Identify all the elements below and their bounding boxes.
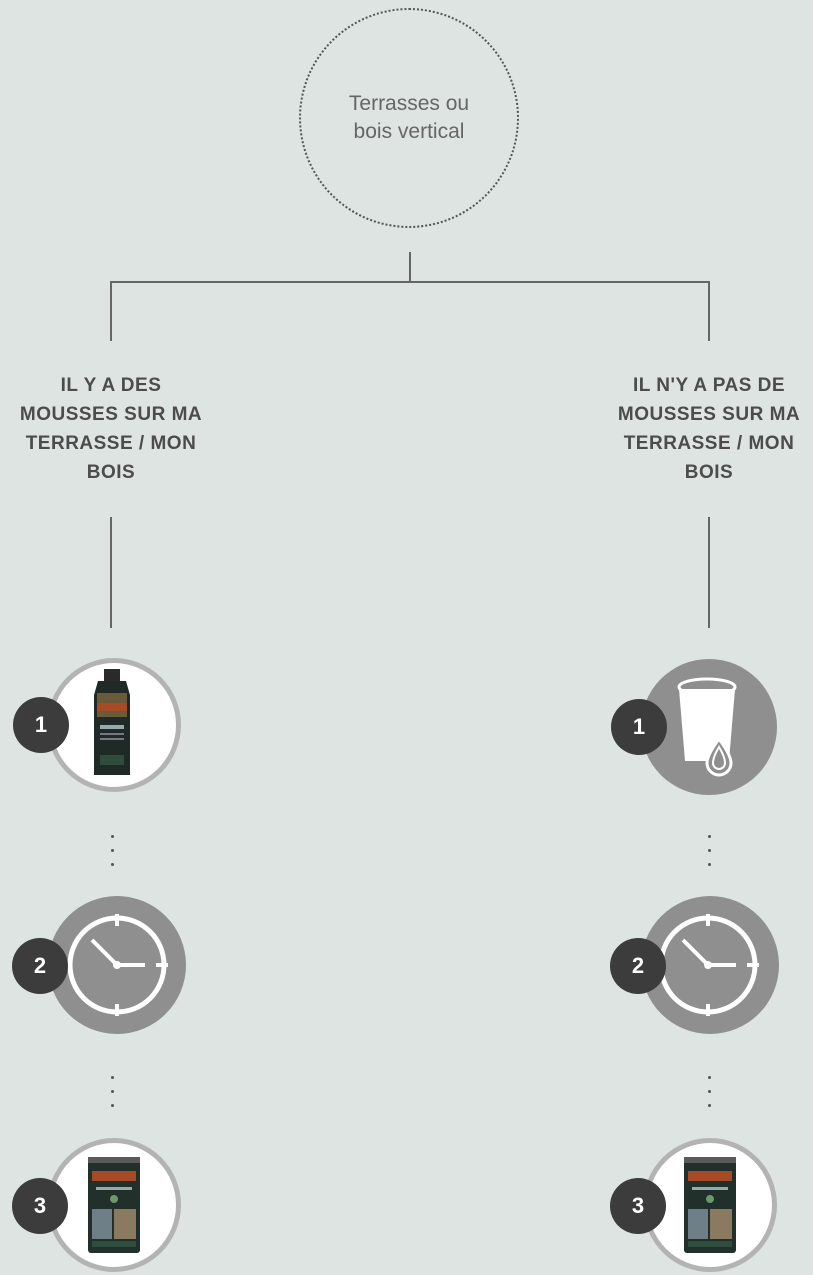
right-step3-badge: 3	[610, 1178, 666, 1234]
right-label-line: BOIS	[594, 458, 813, 487]
left-drop-connector	[110, 281, 112, 341]
right-label-line: IL N'Y A PAS DE	[594, 371, 813, 400]
right-step2-badge: 2	[610, 938, 666, 994]
root-node: Terrasses ou bois vertical	[299, 8, 519, 228]
left-label-line: IL Y A DES	[0, 371, 226, 400]
left-dots-1	[111, 835, 115, 871]
right-step1-badge: 1	[611, 699, 667, 755]
right-dots-1	[708, 835, 712, 871]
product-can-icon	[52, 1143, 176, 1267]
root-label-line2: bois vertical	[334, 118, 484, 146]
horizontal-connector	[110, 281, 710, 283]
right-drop-connector	[708, 281, 710, 341]
product-can-icon	[648, 1143, 772, 1267]
left-step2-disc-bg	[48, 896, 186, 1034]
left-branch-label: IL Y A DES MOUSSES SUR MA TERRASSE / MON…	[0, 371, 226, 487]
root-label-line1: Terrasses ou	[334, 90, 484, 118]
right-branch-label: IL N'Y A PAS DE MOUSSES SUR MA TERRASSE …	[594, 371, 813, 487]
left-step2-badge: 2	[12, 938, 68, 994]
right-dots-2	[708, 1076, 712, 1112]
right-label-line: TERRASSE / MON	[594, 429, 813, 458]
right-label-line: MOUSSES SUR MA	[594, 400, 813, 429]
cleaner-bottle-icon	[52, 663, 176, 787]
clock-icon	[48, 896, 186, 1034]
root-connector	[409, 252, 411, 282]
left-label-line: BOIS	[0, 458, 226, 487]
left-step1-badge: 1	[13, 697, 69, 753]
left-step3-badge: 3	[12, 1178, 68, 1234]
right-branch-connector	[708, 517, 710, 628]
left-label-line: MOUSSES SUR MA	[0, 400, 226, 429]
left-branch-connector	[110, 517, 112, 628]
left-label-line: TERRASSE / MON	[0, 429, 226, 458]
left-dots-2	[111, 1076, 115, 1112]
